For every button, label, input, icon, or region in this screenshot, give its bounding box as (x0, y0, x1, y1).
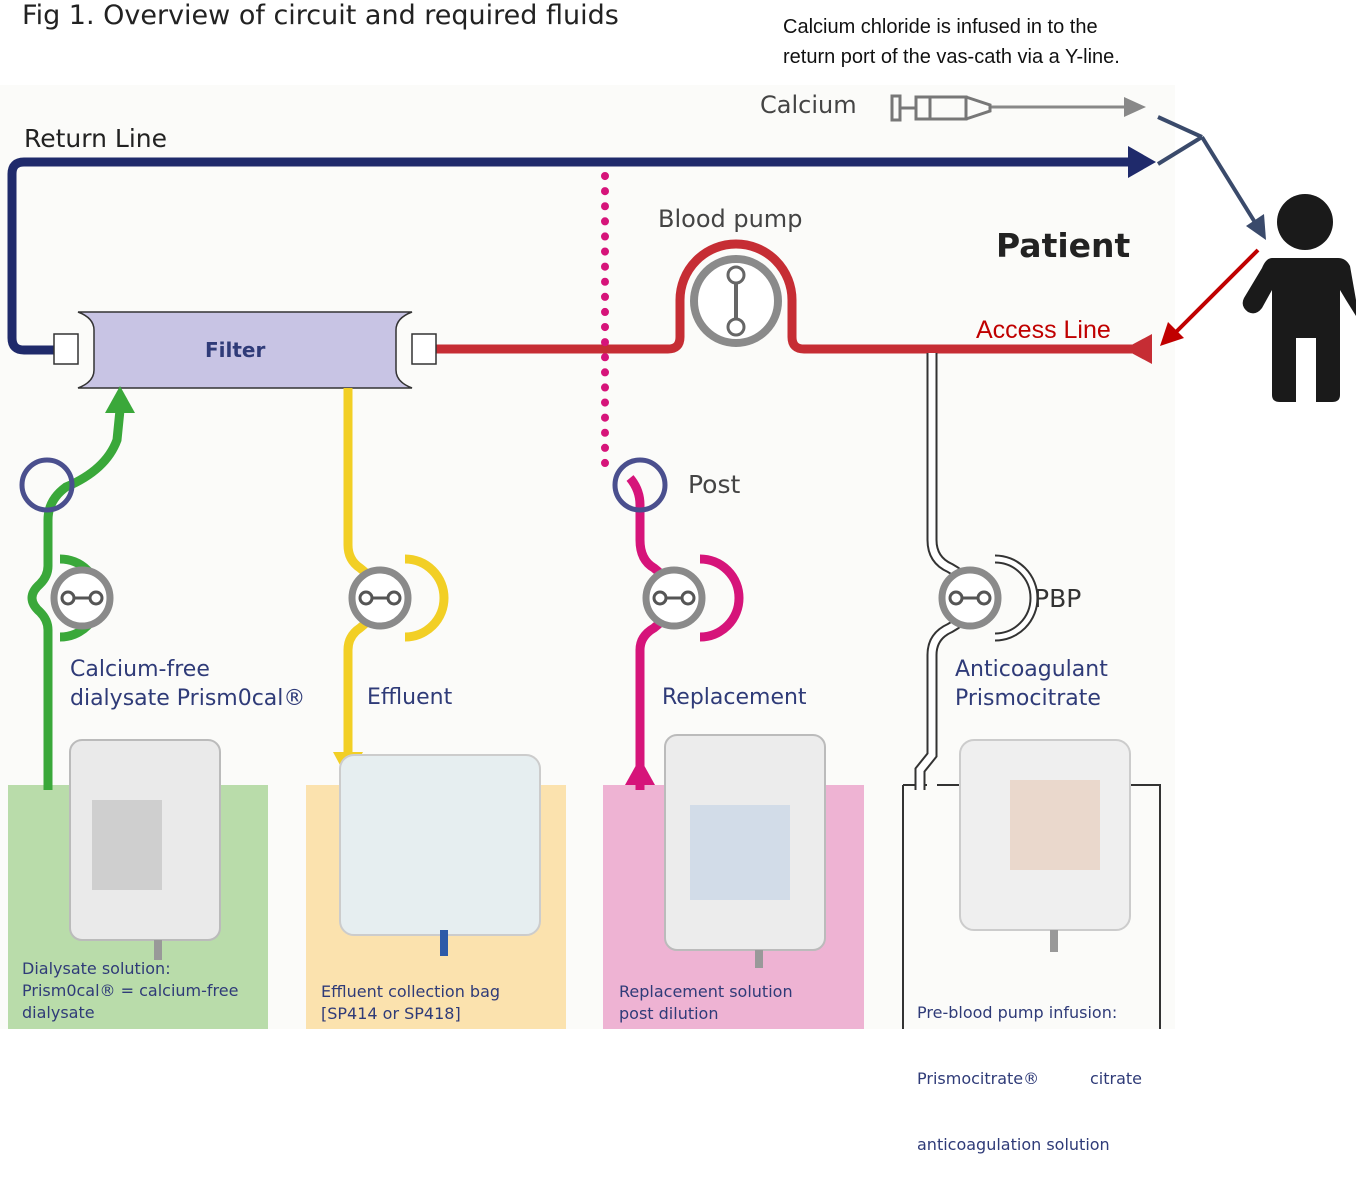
calcium-note-line1: Calcium chloride is infused in to the (783, 16, 1098, 38)
dialysate-bag-caption: Dialysate solution: Prism0cal® = calcium… (22, 958, 238, 1024)
anticoag-bag-caption-1: Pre-blood pump infusion: (917, 1003, 1118, 1022)
anticoag-line-label-2: Prismocitrate (955, 686, 1101, 711)
figure-title: Fig 1. Overview of circuit and required … (22, 0, 619, 31)
dialysate-bag-caption-1: Dialysate solution: (22, 959, 171, 978)
person-icon (1242, 194, 1356, 402)
dialysate-bag-caption-3: dialysate (22, 1003, 95, 1022)
replacement-line (626, 475, 675, 790)
blood-pump-icon (690, 255, 782, 347)
post-label: Post (688, 470, 741, 499)
anticoag-bag-caption: Pre-blood pump infusion: Prismocitrate® … (917, 958, 1142, 1178)
replacement-bag-caption: Replacement solution post dilution (619, 981, 793, 1025)
blood-pump-label: Blood pump (658, 205, 803, 233)
access-pointer-line (1174, 248, 1260, 334)
replacement-arrow-icon (625, 758, 655, 785)
post-sensor-icon (612, 457, 668, 513)
effluent-line-label: Effluent (367, 685, 453, 710)
return-line-arrow-icon (1128, 146, 1156, 178)
anticoag-line-label: Anticoagulant Prismocitrate (955, 655, 1108, 713)
dialysate-bag-icon (69, 739, 221, 960)
calcium-note: Calcium chloride is infused in to the re… (783, 12, 1120, 72)
syringe-icon (890, 94, 992, 122)
replacement-bag-caption-1: Replacement solution (619, 982, 793, 1001)
anticoag-bag-caption-3: anticoagulation solution (917, 1135, 1110, 1154)
filter-label: Filter (205, 338, 266, 362)
replacement-line-label: Replacement (662, 685, 807, 710)
calcium-note-line2: return port of the vas-cath via a Y-line… (783, 46, 1120, 68)
access-line (436, 239, 1132, 354)
calcium-label: Calcium (760, 91, 857, 119)
access-pointer-arrow-icon (1160, 322, 1184, 346)
dialysate-line (27, 409, 125, 790)
replacement-bag-icon (664, 734, 826, 968)
patient-label: Patient (996, 226, 1131, 265)
effluent-bag-icon (339, 754, 541, 956)
replacement-bag-caption-2: post dilution (619, 1004, 719, 1023)
replacement-pump-icon (642, 554, 744, 642)
anticoag-bag-caption-2: Prismocitrate® citrate (917, 1069, 1142, 1088)
dialysate-pump-icon (50, 554, 114, 642)
pbp-label: PBP (1034, 584, 1082, 613)
effluent-bag-caption-1: Effluent collection bag (321, 982, 501, 1001)
effluent-bag-caption: Effluent collection bag [SP414 or SP418] (321, 981, 500, 1025)
calcium-line-arrow-icon (1124, 97, 1146, 117)
effluent-bag-caption-2: [SP414 or SP418] (321, 1004, 461, 1023)
filter-icon (53, 311, 437, 389)
access-line-label: Access Line (976, 316, 1111, 344)
access-line-arrow-icon (1124, 334, 1152, 364)
return-line (7, 157, 1130, 355)
dialysate-line-label-1: Calcium-free (70, 657, 210, 682)
circuit-diagram (7, 94, 1356, 1029)
dialysate-line-label: Calcium-free dialysate Prism0cal® (70, 655, 305, 713)
y-line-connector (1156, 115, 1258, 226)
dialysate-bag-caption-2: Prism0cal® = calcium-free (22, 981, 239, 1000)
anticoag-line-label-1: Anticoagulant (955, 657, 1108, 682)
dialysate-sensor-icon (19, 457, 75, 513)
anticoag-pump-icon (938, 554, 1039, 642)
y-line-arrow-icon (1246, 214, 1266, 240)
effluent-pump-icon (348, 554, 449, 642)
dialysate-line-label-2: dialysate Prism0cal® (70, 686, 306, 711)
anticoag-bag-icon (959, 739, 1131, 952)
return-line-label: Return Line (24, 124, 168, 153)
dialysate-arrow-icon (105, 386, 135, 413)
